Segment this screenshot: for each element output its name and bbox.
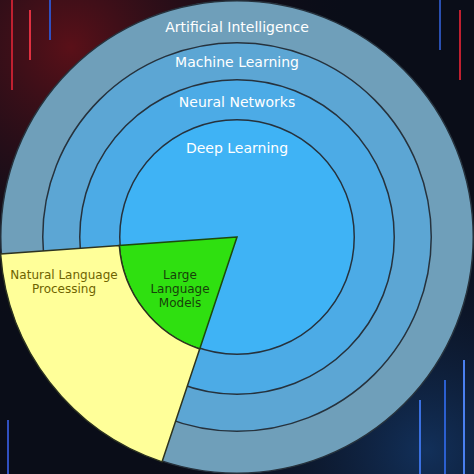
light-line — [439, 0, 441, 50]
nlp-wedge-outline — [1, 245, 200, 461]
dl-circle-label: Deep Learning — [119, 140, 355, 157]
llm-wedge-label: Large Language Models — [140, 268, 220, 310]
dl-circle: Deep LearningLarge Language Models — [119, 119, 355, 355]
dl-circle-outline — [120, 120, 355, 355]
nlp-wedge-label: Natural Language Processing — [8, 268, 120, 296]
light-line — [49, 0, 51, 40]
light-line — [29, 10, 31, 60]
light-line — [459, 10, 461, 80]
light-line — [7, 420, 9, 474]
light-line — [419, 400, 421, 474]
light-line — [11, 0, 13, 90]
light-line — [444, 380, 446, 474]
light-line — [463, 360, 465, 474]
nn-circle-label: Neural Networks — [79, 94, 395, 111]
ai-circle-label: Artificial Intelligence — [0, 19, 474, 36]
ml-circle-label: Machine Learning — [42, 54, 432, 71]
